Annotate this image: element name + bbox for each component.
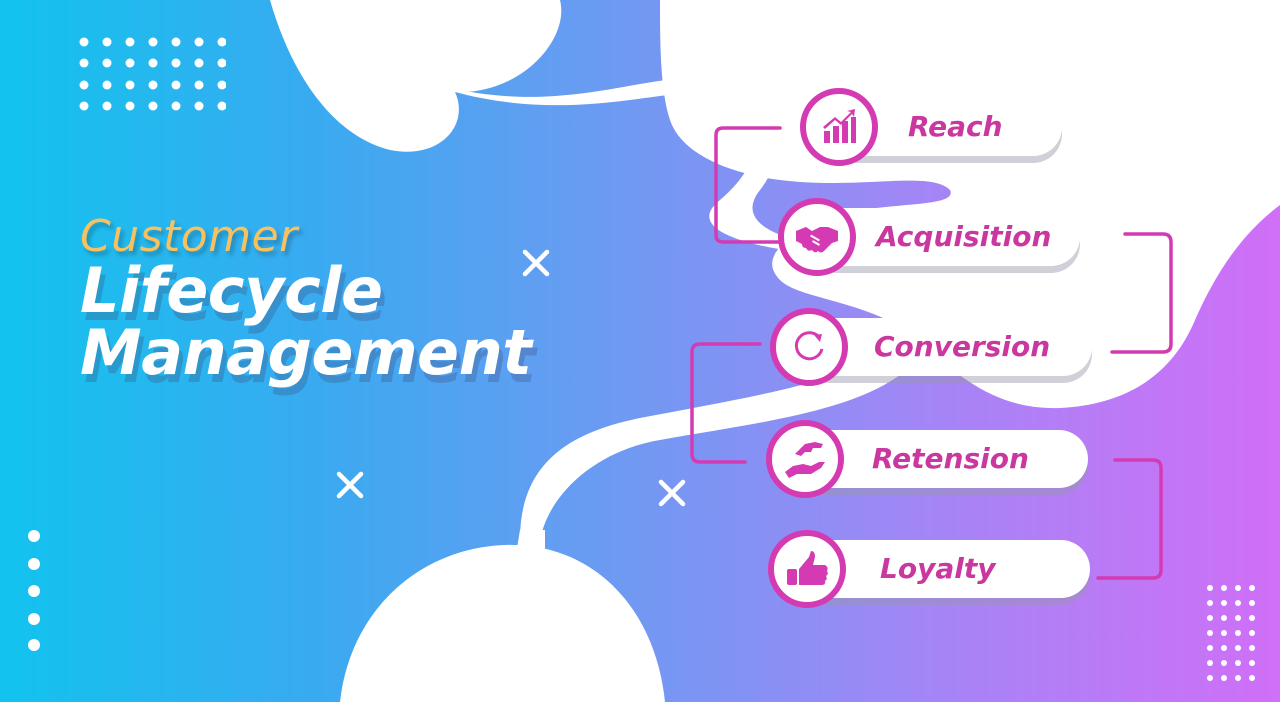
title-block: Customer Lifecycle Management xyxy=(80,211,532,389)
stage-reach: Reach xyxy=(800,88,1070,166)
stage-acquisition: Acquisition xyxy=(778,198,1088,276)
stage-label: Acquisition xyxy=(876,220,1052,253)
connector-reach-acquisition xyxy=(714,126,787,244)
connector-acquisition-conversion xyxy=(1110,232,1173,354)
dot-grid-top-left xyxy=(79,37,226,111)
title-customer: Customer xyxy=(80,211,298,262)
dot-grid-bottom-right xyxy=(1207,585,1255,681)
title-lifecycle: Lifecycle xyxy=(80,254,383,327)
refresh-cycle-icon xyxy=(770,308,848,386)
chart-growth-icon xyxy=(800,88,878,166)
blob-bottom xyxy=(340,544,665,702)
connector-conversion-retension xyxy=(690,342,762,464)
stage-pill xyxy=(798,540,1090,598)
cross-mark-icon xyxy=(522,249,550,277)
handshake-icon xyxy=(778,198,856,276)
blob-top-left xyxy=(270,0,562,152)
stage-loyalty: Loyalty xyxy=(768,530,1098,608)
stage-pill xyxy=(800,318,1092,376)
stage-connectors xyxy=(690,126,1173,580)
hand-giving-icon xyxy=(766,420,844,498)
thumbs-up-icon xyxy=(768,530,846,608)
cross-mark-icon xyxy=(336,471,364,499)
title-management: Management xyxy=(80,316,532,389)
stage-label: Retension xyxy=(872,442,1029,475)
stage-pill xyxy=(796,430,1088,488)
cross-mark-icon xyxy=(658,479,686,507)
stage-label: Loyalty xyxy=(880,552,996,585)
stage-conversion: Conversion xyxy=(770,308,1100,386)
stage-retension: Retension xyxy=(766,420,1096,498)
stage-label: Conversion xyxy=(874,330,1051,363)
connector-retension-loyalty xyxy=(1096,458,1163,580)
stage-label: Reach xyxy=(908,110,1003,143)
dot-column-bottom-left xyxy=(28,530,40,651)
